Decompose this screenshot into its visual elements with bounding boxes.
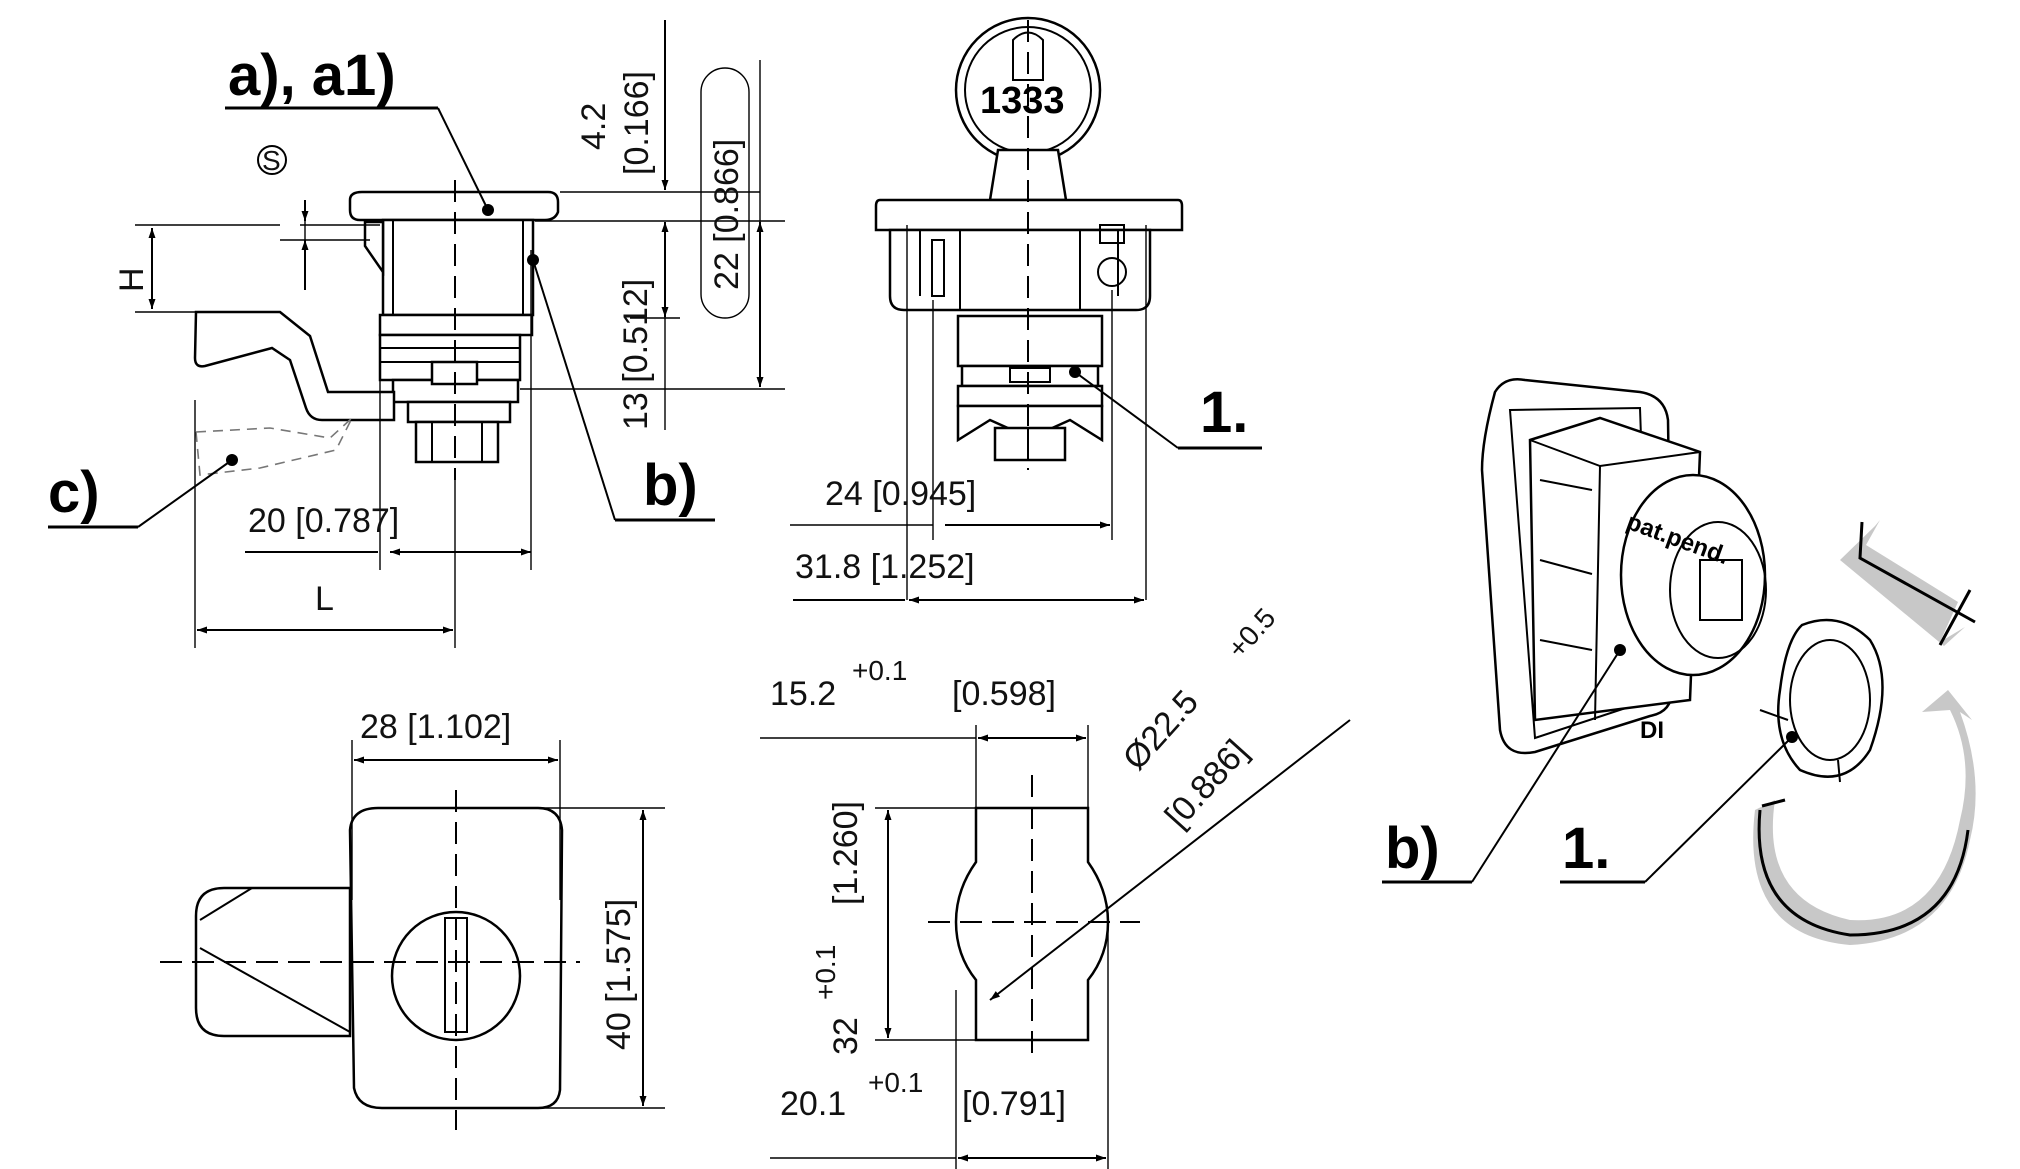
label-b-iso: b) bbox=[1385, 816, 1440, 881]
dim-28: 28 [1.102] bbox=[360, 708, 511, 746]
dim-15-2-tol: +0.1 bbox=[852, 655, 907, 686]
label-c: c) bbox=[48, 460, 100, 525]
dim-H: H bbox=[113, 267, 151, 292]
dim-4-2: 4.2 bbox=[575, 103, 613, 150]
dim-4-2-in: [0.166] bbox=[618, 71, 656, 175]
dim-22: 22 [0.866] bbox=[708, 139, 746, 290]
dim-20-1-tol: +0.1 bbox=[868, 1067, 923, 1098]
dim-20-1: 20.1 bbox=[780, 1085, 846, 1123]
s-symbol: S bbox=[262, 145, 281, 176]
motion-arrows bbox=[1753, 520, 1976, 945]
dim-22-5-in: [0.886] bbox=[1158, 733, 1256, 836]
front-view-dimensions bbox=[790, 225, 1262, 604]
front-view bbox=[874, 16, 1184, 470]
label-1-front: 1. bbox=[1200, 380, 1248, 445]
dim-40: 40 [1.575] bbox=[600, 899, 638, 1050]
face-view-dimensions bbox=[351, 740, 665, 1109]
dim-20-1-in: [0.791] bbox=[962, 1085, 1066, 1123]
dim-20: 20 [0.787] bbox=[248, 502, 399, 540]
side-view bbox=[193, 180, 560, 480]
isometric-leaders bbox=[1382, 644, 1798, 884]
dim-32-tol: +0.1 bbox=[810, 945, 841, 1000]
cutout-dimensions bbox=[760, 719, 1351, 1169]
dimension-text: 4.2 [0.166] 22 [0.866] 13 [0.512] 20 [0.… bbox=[248, 71, 1281, 1123]
dim-15-2-in: [0.598] bbox=[952, 675, 1056, 713]
callout-labels: a), a1) b) c) 1. b) 1. bbox=[48, 43, 1610, 881]
label-a-a1: a), a1) bbox=[228, 43, 396, 108]
dim-31-8: 31.8 [1.252] bbox=[795, 548, 975, 586]
dim-15-2: 15.2 bbox=[770, 675, 836, 713]
dim-24: 24 [0.945] bbox=[825, 475, 976, 513]
dim-22-5: Ø22.5 bbox=[1116, 683, 1206, 777]
side-view-leaders bbox=[48, 106, 715, 529]
dim-32-in: [1.260] bbox=[827, 801, 865, 905]
dim-32: 32 bbox=[827, 1017, 865, 1055]
isometric-view bbox=[1480, 378, 1884, 783]
dl-mark: DI bbox=[1640, 717, 1664, 744]
label-b-side: b) bbox=[643, 453, 698, 518]
dim-L: L bbox=[315, 580, 334, 618]
cutout-view bbox=[928, 775, 1140, 1060]
key-number: 1333 bbox=[980, 80, 1065, 122]
dim-13a: 13 [0.512] bbox=[617, 279, 655, 430]
dim-22-5-tol: +0.5 bbox=[1221, 602, 1281, 664]
face-view bbox=[160, 790, 580, 1130]
side-view-dimensions bbox=[135, 20, 785, 648]
label-1-iso: 1. bbox=[1562, 816, 1610, 881]
